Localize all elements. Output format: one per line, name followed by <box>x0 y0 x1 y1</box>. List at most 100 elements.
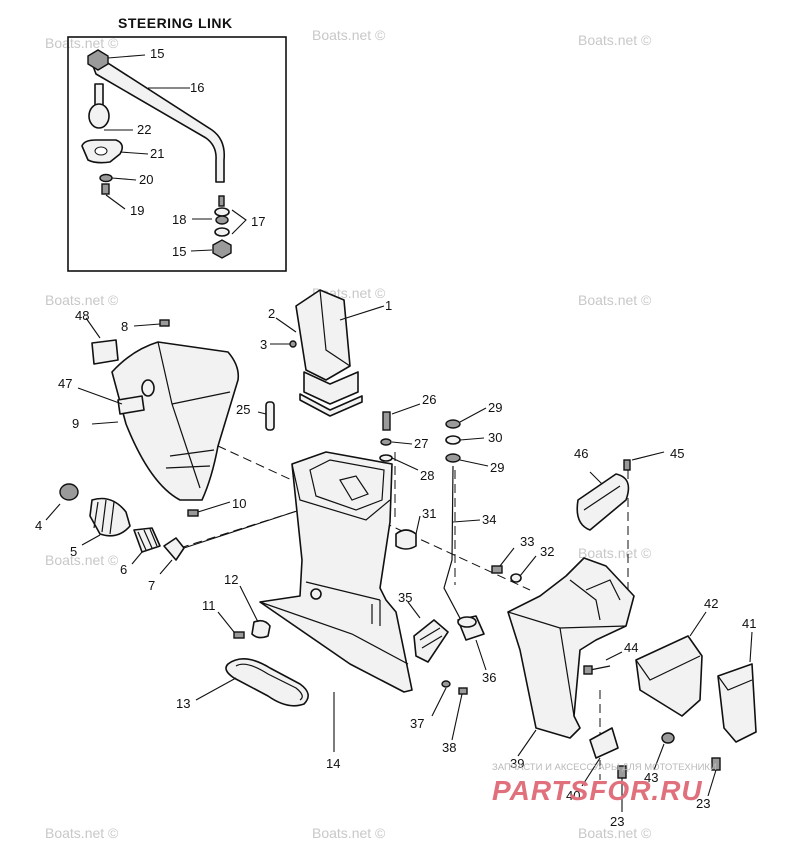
callout-15: 15 <box>150 46 164 61</box>
callout-22: 22 <box>137 122 151 137</box>
grommet-cap <box>59 483 79 501</box>
plug-31: 31 <box>395 506 436 550</box>
watermark: Boats.net © <box>578 545 652 561</box>
screw-8: 8 <box>121 319 170 334</box>
callout-32: 32 <box>540 544 554 559</box>
callout-9: 9 <box>72 416 79 431</box>
plate-42: 42 <box>635 596 718 717</box>
pin-25: 25 <box>236 401 275 431</box>
callout-30: 30 <box>488 430 502 445</box>
callout-12: 12 <box>224 572 238 587</box>
washer <box>99 173 113 183</box>
bracket-40: 40 <box>566 727 619 803</box>
watermark: Boats.net © <box>578 292 652 308</box>
callout-4: 4 <box>35 518 42 533</box>
callout-29: 29 <box>490 460 504 475</box>
callout-46: 46 <box>574 446 588 461</box>
brand-logo-text: PARTSFOR.RU <box>492 775 703 806</box>
callout-3: 3 <box>260 337 267 352</box>
callout-40: 40 <box>566 788 580 803</box>
gasket <box>299 393 363 417</box>
driveshaft-housing: 14 <box>259 451 413 771</box>
callout-11: 11 <box>202 598 216 613</box>
clamp-bracket: 39 <box>507 557 635 771</box>
watermark: Boats.net © <box>45 552 119 568</box>
steering-link-inset: STEERING LINK 15 16 22 21 2 <box>67 15 287 272</box>
shift-coupler: 36 <box>457 615 496 685</box>
screw-washer-37-38: 37 38 <box>410 680 468 755</box>
inset-frame <box>67 36 287 272</box>
rubber-boot <box>89 497 131 537</box>
callout-47: 47 <box>58 376 72 391</box>
bolt-44: 44 <box>583 640 638 675</box>
callout-38: 38 <box>442 740 456 755</box>
callout-25: 25 <box>236 402 250 417</box>
steering-link-title: STEERING LINK <box>118 15 233 31</box>
callout-45: 45 <box>670 446 684 461</box>
callout-8: 8 <box>121 319 128 334</box>
brand-tagline: ЗАПЧАСТИ И АКСЕССУАРЫ ДЛЯ МОТОТЕХНИКИ <box>492 762 717 773</box>
callout-27: 27 <box>414 436 428 451</box>
watermark: Boats.net © <box>45 292 119 308</box>
spring <box>133 527 161 553</box>
callout-5: 5 <box>70 544 77 559</box>
seal-ring: 13 <box>176 658 309 711</box>
callout-31: 31 <box>422 506 436 521</box>
callout-10: 10 <box>232 496 246 511</box>
screw-grommet-11-12: 11 12 <box>202 572 271 639</box>
watermark: Boats.net © <box>312 825 386 841</box>
callout-35: 35 <box>398 590 412 605</box>
watermark: Boats.net © <box>312 27 386 43</box>
plate-41: 41 <box>717 616 757 743</box>
bolt-stack: 26 27 28 <box>379 392 436 483</box>
ball-joint <box>88 103 110 129</box>
nut-bottom <box>212 239 232 259</box>
callout-19: 19 <box>130 203 144 218</box>
nut-top <box>87 49 109 71</box>
bushing <box>215 215 229 225</box>
steering-link-rod <box>92 57 226 183</box>
watermark: Boats.net © <box>578 32 652 48</box>
screw-washer-33-32: 33 32 <box>491 534 554 583</box>
callout-23: 23 <box>610 814 624 829</box>
screw-10: 10 <box>187 496 246 517</box>
callout-44: 44 <box>624 640 638 655</box>
decal: 48 <box>75 308 119 365</box>
callout-28: 28 <box>420 468 434 483</box>
shift-grommet-set: 4 5 6 7 <box>35 483 301 593</box>
callout-17: 17 <box>251 214 265 229</box>
callout-20: 20 <box>139 172 153 187</box>
watermark: Boats.net © <box>45 825 119 841</box>
brand-logo: ЗАПЧАСТИ И АКСЕССУАРЫ ДЛЯ МОТОТЕХНИКИ PA… <box>492 762 717 806</box>
callout-29: 29 <box>488 400 502 415</box>
callout-13: 13 <box>176 696 190 711</box>
screw <box>101 183 110 195</box>
lower-cowl: 47 9 <box>58 341 240 501</box>
retainer <box>163 537 185 561</box>
shift-rod: 34 <box>443 465 496 623</box>
callout-33: 33 <box>520 534 534 549</box>
watermark: Boats.net © <box>578 825 652 841</box>
water-pickup: 35 <box>398 590 449 663</box>
cover-46: 46 45 <box>574 446 684 531</box>
callout-23: 23 <box>696 796 710 811</box>
exhaust-tube: 1 2 3 <box>260 289 392 417</box>
callout-2: 2 <box>268 306 275 321</box>
callout-36: 36 <box>482 670 496 685</box>
callout-15: 15 <box>172 244 186 259</box>
callout-34: 34 <box>482 512 496 527</box>
callout-16: 16 <box>190 80 204 95</box>
callout-18: 18 <box>172 212 186 227</box>
callout-21: 21 <box>150 146 164 161</box>
callout-26: 26 <box>422 392 436 407</box>
ball-stud <box>94 83 104 107</box>
callout-37: 37 <box>410 716 424 731</box>
callout-42: 42 <box>704 596 718 611</box>
callout-6: 6 <box>120 562 127 577</box>
fasteners-43-23: 43 23 23 <box>610 732 721 829</box>
callout-7: 7 <box>148 578 155 593</box>
callout-48: 48 <box>75 308 89 323</box>
callout-41: 41 <box>742 616 756 631</box>
watermark: Boats.net © <box>45 35 119 51</box>
